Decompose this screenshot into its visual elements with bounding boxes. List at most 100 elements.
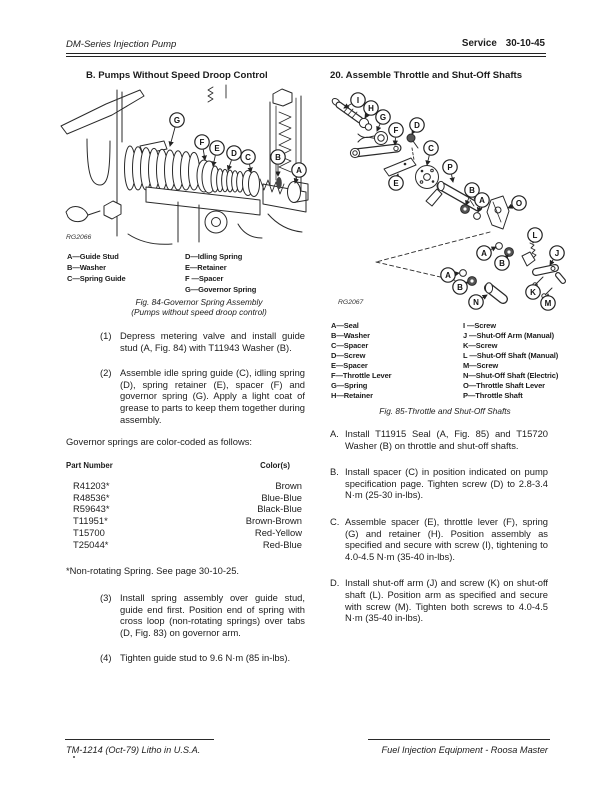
procedure-step: D.Install shut-off arm (J) and screw (K)… <box>330 577 548 623</box>
callout-circle <box>525 284 541 300</box>
legend-entry: B—Washer <box>331 331 370 340</box>
callout-circle <box>511 195 527 211</box>
table-row: T25044* Red-Blue <box>66 539 302 551</box>
callout-circle <box>464 182 480 198</box>
callout-circle <box>291 162 307 178</box>
legend-entry: A—Guide Stud <box>67 252 119 261</box>
legend-entry: C—Spacer <box>331 341 369 350</box>
color-cell: Red-Yellow <box>254 526 302 538</box>
step-text: Install shut-off arm (J) and screw (K) o… <box>345 577 548 624</box>
step-number: (1) <box>100 330 112 341</box>
procedure-step: (1)Depress metering valve and install gu… <box>100 330 305 353</box>
callout-letter: K <box>530 288 536 297</box>
table-row: R41203*Brown <box>66 480 302 492</box>
legend-entry: I —Screw <box>463 321 496 330</box>
callout-leader-line <box>490 246 497 252</box>
legend-entry: D—Idling Spring <box>185 252 243 261</box>
legend-entry: L —Shut-Off Shaft (Manual) <box>463 351 559 360</box>
governor-spring-note: Governor springs are color-coded as foll… <box>66 436 253 447</box>
figure-85-caption: Fig. 85-Throttle and Shut-Off Shafts <box>379 406 511 416</box>
step-text: Install T11915 Seal (A, Fig. 85) and T15… <box>345 428 548 451</box>
callout-letter: A <box>481 249 487 258</box>
callout-circle <box>474 192 490 208</box>
procedure-step: A. Install T11915 Seal (A, Fig. 85) and T… <box>330 428 548 451</box>
callout-circle <box>549 245 565 261</box>
callout-circle <box>540 295 556 311</box>
callout-circle <box>440 267 456 283</box>
procedure-step: (2)Assemble idle spring guide (C), idlin… <box>100 367 305 425</box>
callout-letter: P <box>447 163 453 172</box>
callout-letter: E <box>214 144 220 153</box>
callout-leader-line <box>503 254 509 261</box>
step-number: (3) <box>100 592 112 603</box>
callout-leader-line <box>343 103 352 109</box>
callout-circle <box>375 109 391 125</box>
callout-circle <box>442 159 458 175</box>
legend-entry: N—Shut-Off Shaft (Electric) <box>463 371 559 380</box>
callout-letter: J <box>555 249 559 258</box>
legend-entry: F—Throttle Lever <box>331 371 392 380</box>
callout-letter: C <box>428 144 434 153</box>
callout-letter: B <box>457 283 463 292</box>
figure-84-caption: Fig. 84-Governor Spring Assembly (Pumps … <box>79 297 319 317</box>
callout-letter: A <box>445 271 451 280</box>
callout-circle <box>240 149 256 165</box>
step-text: Install spacer (C) in position indicated… <box>345 466 548 501</box>
color-cell: Black-Blue <box>257 503 302 515</box>
spring-footnote: *Non-rotating Spring. See page 30-10-25. <box>66 565 240 576</box>
callout-circle <box>423 140 439 156</box>
header-page-number: 30-10-45 <box>505 38 545 49</box>
procedure-step: B.Install spacer (C) in position indicat… <box>330 466 548 501</box>
figure-84-caption-title: Fig. 84-Governor Spring Assembly <box>135 297 263 307</box>
page-mark-dot <box>73 756 75 758</box>
step-number: C. <box>330 515 340 527</box>
figure-84-reference-code: RG2066 <box>66 234 92 241</box>
color-cell: Red-Blue <box>262 538 302 550</box>
callout-leader-line <box>507 203 514 209</box>
callout-leader-line <box>454 271 460 277</box>
color-cell: Brown-Brown <box>245 515 302 527</box>
legend-entry: H—Retainer <box>331 391 373 400</box>
step-text: Assemble spacer (E), throttle lever (F),… <box>345 515 548 562</box>
callout-circle <box>388 122 404 138</box>
legend-entry: P—Throttle Shaft <box>463 391 523 400</box>
part-number-cell: T11951* <box>73 515 108 527</box>
table-row: T11951* Brown-Brown <box>66 515 302 527</box>
legend-entry: F —Spacer <box>185 274 224 283</box>
step-number: A. <box>330 428 339 439</box>
legend-entry: A—Seal <box>331 321 359 330</box>
callout-leader-line <box>247 164 253 173</box>
legend-entry: E—Retainer <box>185 263 227 272</box>
part-number-cell: R41203* <box>73 480 110 491</box>
callout-leader-line <box>293 177 299 184</box>
callout-circle <box>468 294 484 310</box>
header-service-label: Service <box>461 38 497 49</box>
step-text: Assemble idle spring guide (C), idling s… <box>120 367 306 425</box>
callout-leader-line <box>211 155 217 167</box>
procedure-step: (4)Tighten guide stud to 9.6 N·m (85 in-… <box>100 652 305 664</box>
step-text: Install spring assembly over guide stud,… <box>120 592 305 638</box>
step-text: Tighten guide stud to 9.6 N·m (85 in-lbs… <box>120 652 291 664</box>
figure-85-reference-code: RG2067 <box>338 299 364 306</box>
callout-letter: B <box>499 259 505 268</box>
spring-table-header-color: Color(s) <box>260 461 290 470</box>
header-double-rule <box>66 53 546 57</box>
legend-entry: B—Washer <box>67 263 106 272</box>
right-section-heading: 20. Assemble Throttle and Shut-Off Shaft… <box>330 70 523 81</box>
callout-circle <box>194 134 210 150</box>
part-number-cell: T25044* <box>73 538 109 550</box>
callout-leader-line <box>425 155 431 166</box>
callout-letter: H <box>368 104 374 113</box>
legend-entry: C—Spring Guide <box>67 274 126 283</box>
footer-left-rule <box>65 739 214 741</box>
callout-letter: I <box>357 96 359 105</box>
callout-circle <box>452 279 468 295</box>
callout-circle <box>169 112 185 128</box>
legend-entry: O—Throttle Shaft Lever <box>463 381 545 390</box>
